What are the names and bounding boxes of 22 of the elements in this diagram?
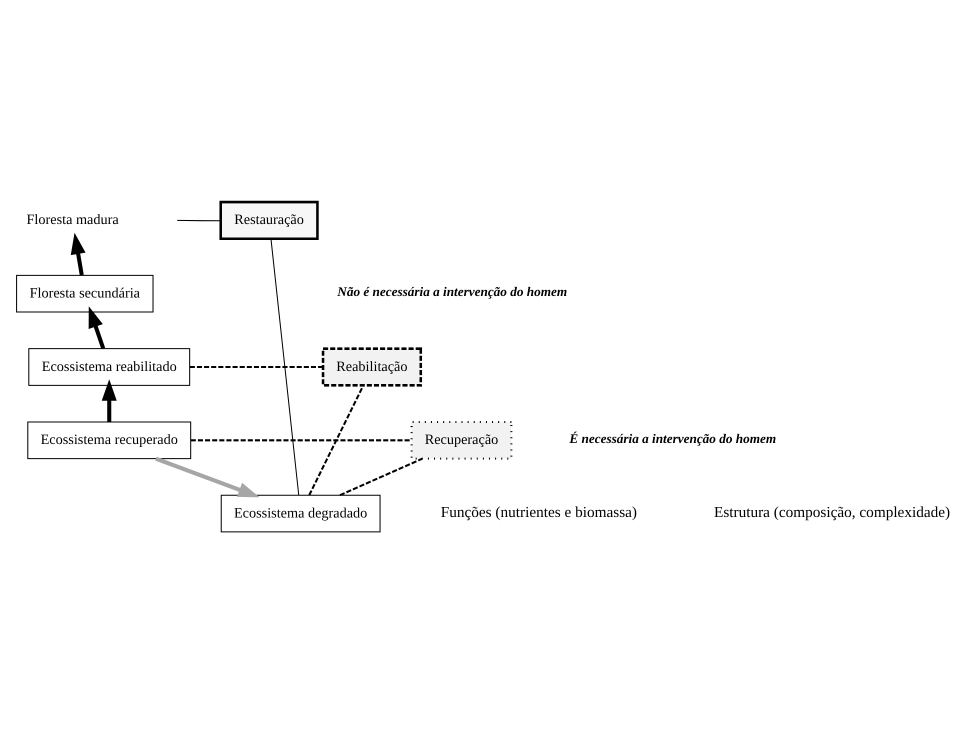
node-box: Recuperação <box>410 420 512 460</box>
node-box: Ecossistema reabilitado <box>28 348 190 386</box>
arrow <box>70 232 86 275</box>
label: Estrutura (composição, complexidade) <box>714 504 950 521</box>
connector <box>270 238 300 495</box>
node-box: Restauração <box>219 200 319 240</box>
node-box: Ecossistema recuperado <box>27 420 192 459</box>
connector <box>340 457 423 496</box>
arrow <box>102 378 117 422</box>
label: É necessária a intervenção do homem <box>569 430 776 446</box>
node-text: Floresta madura <box>26 212 119 228</box>
node-box: Floresta secundária <box>16 274 154 312</box>
connector <box>190 365 323 368</box>
arrow <box>155 456 260 497</box>
connector <box>177 219 221 221</box>
node-box: Ecossistema degradado <box>220 494 381 532</box>
label: Funções (nutrientes e biomassa) <box>440 504 638 521</box>
connector <box>308 384 364 496</box>
arrow <box>88 306 106 349</box>
connector <box>190 438 412 441</box>
label: Não é necessária a intervenção do homem <box>337 284 568 299</box>
node-box: Reabilitação <box>322 346 422 386</box>
